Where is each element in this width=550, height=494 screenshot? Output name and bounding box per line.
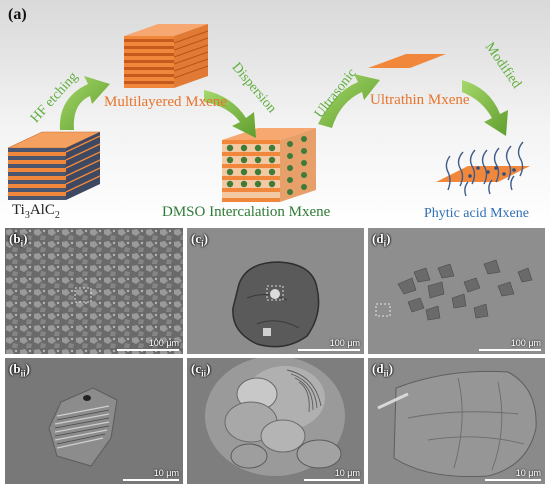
ti3alc2-block bbox=[7, 131, 101, 200]
schematic-panel: (a) Ti3AlC2 HF etching Multilayered Mxen… bbox=[0, 0, 550, 226]
panel-label-b-i: (bi) bbox=[9, 231, 28, 249]
panel-a-label: (a) bbox=[8, 6, 27, 23]
scale-bar-d-ii: 10 μm bbox=[485, 468, 541, 481]
ti3alc2-label: Ti3AlC2 bbox=[12, 202, 60, 221]
modified-arrow bbox=[462, 80, 508, 136]
sem-panel-c-i: (ci) 100 μm bbox=[187, 228, 364, 354]
sem-image-b-i bbox=[5, 228, 183, 354]
phytic-acid-mxene bbox=[436, 141, 530, 197]
sem-panel-d-i: (di) 100 μm bbox=[368, 228, 545, 354]
panel-label-d-ii: (dii) bbox=[372, 361, 393, 379]
sem-panel-c-ii: (cii) 10 μm bbox=[187, 358, 364, 484]
sem-image-d-i bbox=[368, 228, 545, 354]
process-arrows bbox=[59, 74, 508, 138]
sem-image-d-ii bbox=[368, 358, 545, 484]
scale-bar-b-i: 100 μm bbox=[117, 338, 179, 351]
sem-image-c-ii bbox=[187, 358, 364, 484]
scale-bar-c-ii: 10 μm bbox=[304, 468, 360, 481]
sem-image-b-ii bbox=[5, 358, 183, 484]
dmso-block bbox=[222, 128, 316, 202]
panel-label-c-i: (ci) bbox=[191, 231, 208, 249]
dispersion-arrow bbox=[204, 90, 256, 138]
scale-bar-b-ii: 10 μm bbox=[123, 468, 179, 481]
phytic-acid-label: Phytic acid Mxene bbox=[424, 206, 529, 221]
scale-bar-c-i: 100 μm bbox=[298, 338, 360, 351]
sem-image-c-i bbox=[187, 228, 364, 354]
scale-bar-d-i: 100 μm bbox=[479, 338, 541, 351]
ultrasonic-arrow bbox=[318, 74, 380, 128]
panel-label-b-ii: (bii) bbox=[9, 361, 30, 379]
panel-label-c-ii: (cii) bbox=[191, 361, 211, 379]
multilayered-block bbox=[124, 24, 209, 88]
ultrathin-sheet bbox=[368, 54, 446, 68]
hf-etching-arrow bbox=[59, 76, 110, 130]
ultrathin-label: Ultrathin Mxene bbox=[370, 92, 470, 108]
sem-panel-b-i: (bi) 100 μm bbox=[5, 228, 183, 354]
sem-panel-b-ii: (bii) 10 μm bbox=[5, 358, 183, 484]
sem-panel-d-ii: (dii) 10 μm bbox=[368, 358, 545, 484]
schematic-drawing bbox=[7, 24, 530, 202]
panel-label-d-i: (di) bbox=[372, 231, 391, 249]
dmso-label: DMSO Intercalation Mxene bbox=[162, 204, 331, 220]
multilayered-label: Multilayered Mxene bbox=[104, 94, 227, 110]
